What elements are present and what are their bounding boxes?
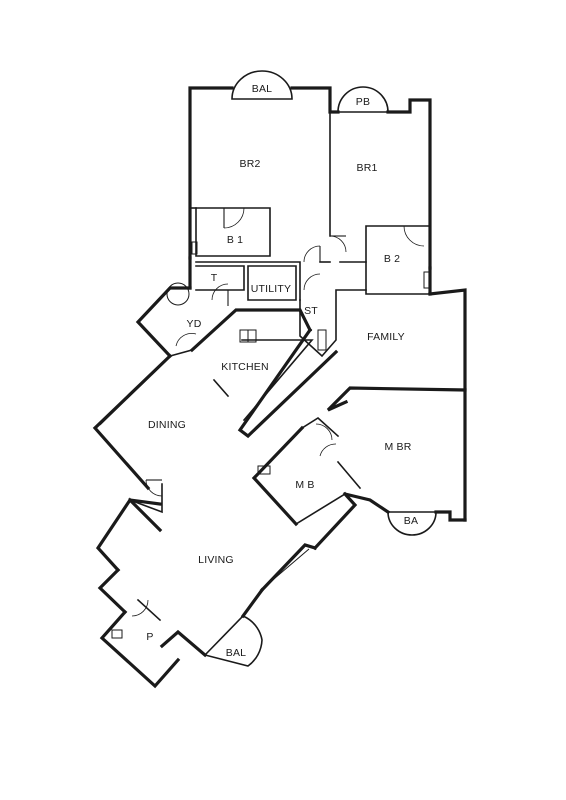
door-mbr bbox=[319, 443, 337, 457]
door-p bbox=[131, 599, 149, 617]
room-label-t: T bbox=[211, 272, 218, 284]
room-label-utility: UTILITY bbox=[251, 283, 292, 295]
fixtures bbox=[111, 241, 430, 639]
room-label-mb: M B bbox=[295, 479, 314, 491]
room-label-st: ST bbox=[304, 305, 318, 317]
door-utility bbox=[211, 283, 229, 306]
room-labels: BR2 BR1 B 1 B 2 T UTILITY ST YD FAMILY K… bbox=[146, 83, 418, 659]
room-label-p: P bbox=[146, 631, 153, 643]
balcony-bal-top bbox=[231, 70, 293, 100]
outer-walls bbox=[92, 86, 467, 689]
room-label-mbr: M BR bbox=[384, 441, 411, 453]
door-br1 bbox=[329, 235, 347, 253]
closet-marker-mb bbox=[257, 465, 271, 475]
room-label-dining: DINING bbox=[148, 419, 186, 431]
yard-washer-icon bbox=[166, 282, 190, 306]
door-mb bbox=[315, 423, 333, 441]
balcony-pb bbox=[337, 86, 389, 113]
balcony-ba bbox=[387, 511, 437, 536]
door-br2 bbox=[303, 245, 321, 263]
balcony-label-bal-bottom: BAL bbox=[226, 647, 246, 659]
doors bbox=[131, 207, 425, 617]
room-label-yd: YD bbox=[187, 318, 202, 330]
kitchen-sink-icon bbox=[239, 329, 257, 343]
room-label-br2: BR2 bbox=[239, 158, 260, 170]
door-dining-closet bbox=[145, 479, 163, 497]
balcony-label-bal-top: BAL bbox=[252, 83, 272, 95]
door-kitchen bbox=[175, 333, 197, 347]
interior-walls bbox=[128, 87, 467, 622]
room-label-b2: B 2 bbox=[384, 253, 400, 265]
balcony-bal-bottom bbox=[203, 615, 263, 667]
room-label-family: FAMILY bbox=[367, 331, 405, 343]
room-label-kitchen: KITCHEN bbox=[221, 361, 269, 373]
door-b1 bbox=[223, 207, 245, 229]
balcony-label-pb: PB bbox=[356, 96, 370, 108]
closet-marker-st bbox=[317, 329, 327, 351]
room-label-b1: B 1 bbox=[227, 234, 243, 246]
room-label-br1: BR1 bbox=[356, 162, 377, 174]
door-st bbox=[303, 273, 321, 291]
room-label-living: LIVING bbox=[198, 554, 234, 566]
balcony-label-ba: BA bbox=[404, 515, 418, 527]
closet-marker-b2 bbox=[423, 271, 430, 289]
closet-marker-b1 bbox=[191, 241, 198, 255]
closet-marker-p bbox=[111, 629, 123, 639]
door-b2 bbox=[403, 225, 425, 247]
